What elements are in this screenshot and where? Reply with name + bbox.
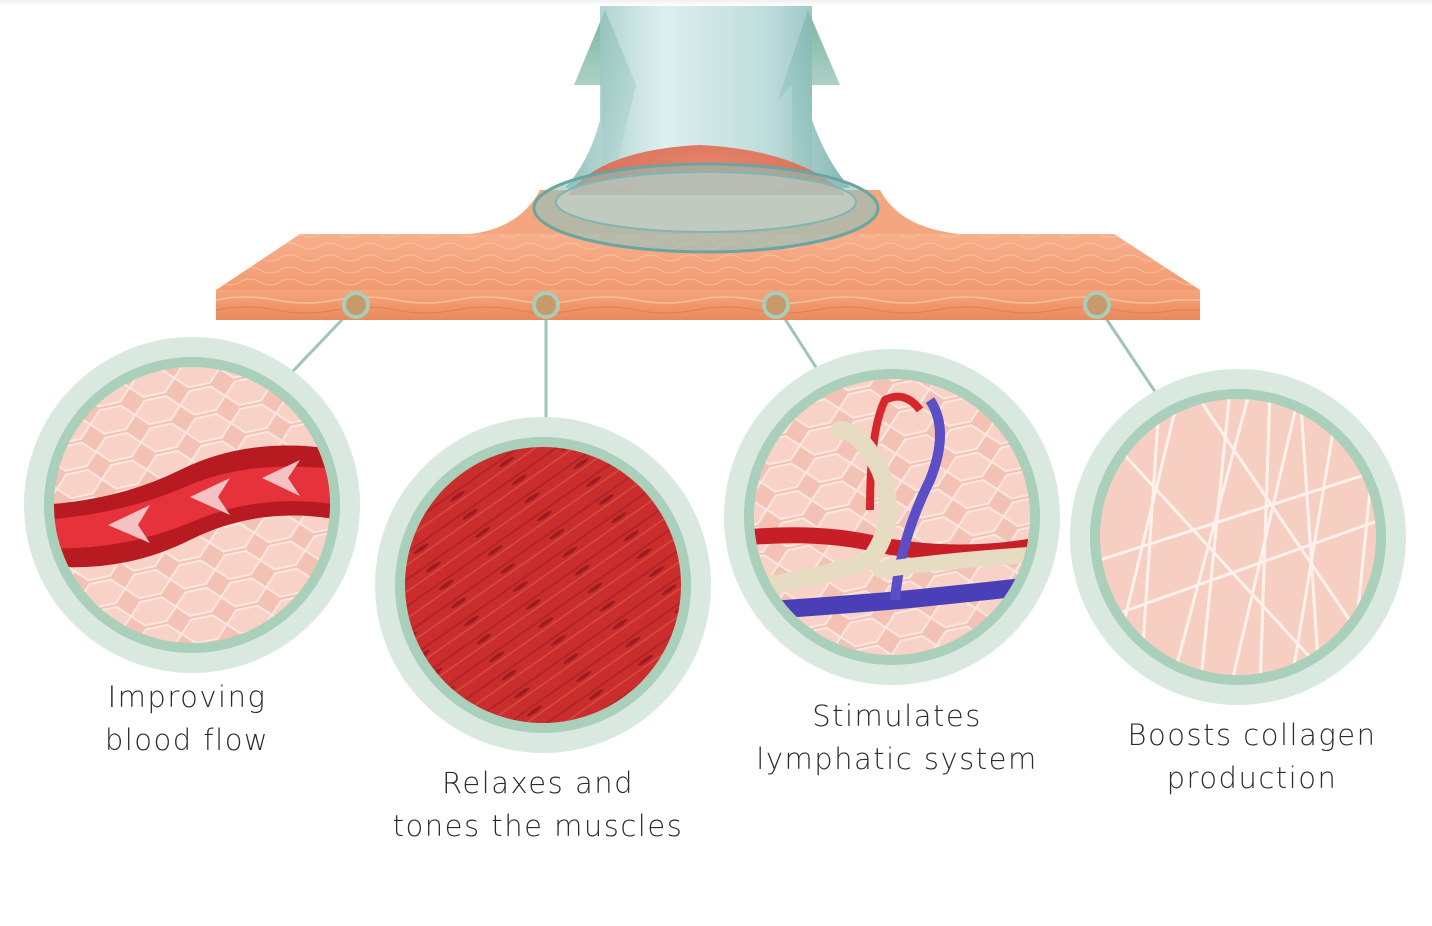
collagen-fiber-icon (1070, 369, 1406, 705)
lymphatic-vessel-icon (724, 349, 1060, 685)
caption-line: Relaxes and (388, 762, 688, 805)
muscle-fiber-icon (375, 417, 711, 753)
dot-3 (764, 293, 788, 317)
caption-line: lymphatic system (742, 738, 1052, 781)
connector-lines (275, 305, 1166, 445)
benefit-caption-muscles: Relaxes and tones the muscles (388, 762, 688, 848)
dot-4 (1085, 293, 1109, 317)
caption-line: blood flow (82, 719, 292, 762)
benefit-caption-blood-flow: Improving blood flow (82, 676, 292, 762)
blood-vessel-icon (24, 337, 360, 673)
caption-line: Stimulates (742, 695, 1052, 738)
caption-line: production (1102, 757, 1402, 800)
cupping-cup-icon (534, 6, 878, 252)
caption-line: Boosts collagen (1102, 714, 1402, 757)
benefit-caption-lymphatic: Stimulates lymphatic system (742, 695, 1052, 781)
dot-1 (344, 293, 368, 317)
benefit-caption-collagen: Boosts collagen production (1102, 714, 1402, 800)
caption-line: tones the muscles (388, 805, 688, 848)
caption-line: Improving (82, 676, 292, 719)
dot-2 (534, 293, 558, 317)
